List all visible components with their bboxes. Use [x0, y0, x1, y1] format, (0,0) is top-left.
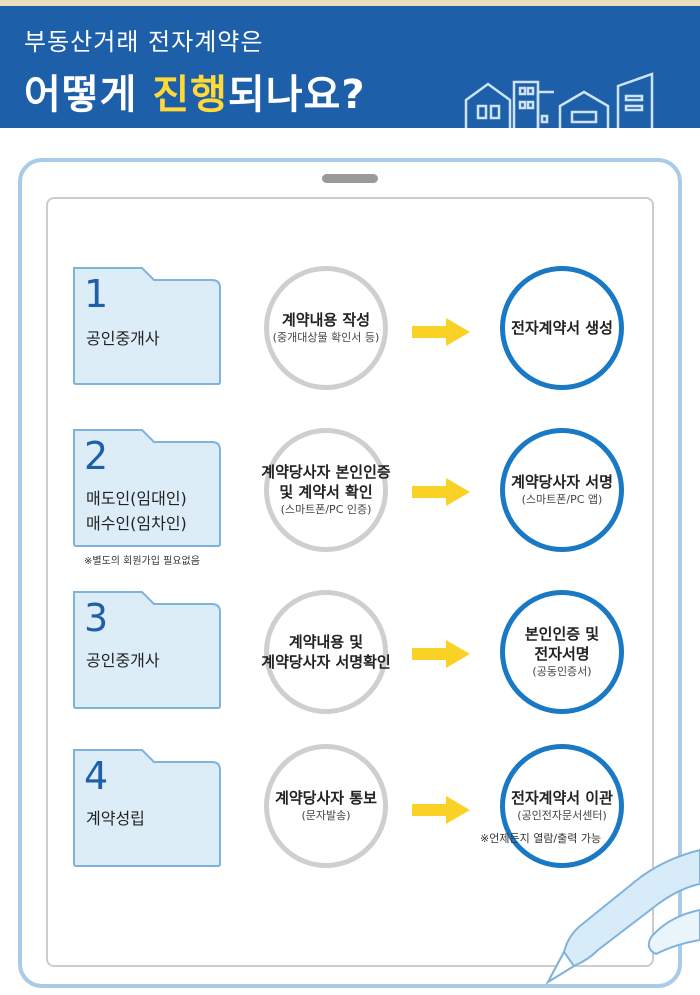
- step-1-role: 공인중개사: [86, 326, 160, 351]
- header-banner: 부동산거래 전자계약은 어떻게 진행되나요?: [0, 6, 700, 128]
- role-line: 공인중개사: [86, 651, 160, 670]
- action-line: 계약당사자 본인인증: [261, 463, 391, 481]
- action-line: 계약당사자 통보: [275, 789, 377, 807]
- step-4-action-circle: 계약당사자 통보 (문자발송): [264, 744, 388, 868]
- header-subtitle: 부동산거래 전자계약은: [24, 28, 264, 56]
- folder-icon: [73, 749, 221, 867]
- arrow-right-icon: [412, 478, 470, 506]
- action-line: 계약당사자 서명확인: [261, 653, 391, 671]
- role-line: 공인중개사: [86, 329, 160, 348]
- step-1-result-circle: 전자계약서 생성: [500, 266, 624, 390]
- action-line: 계약내용 및: [288, 633, 364, 651]
- role-line: 계약성립: [86, 809, 145, 828]
- step-2-result-circle: 계약당사자 서명 (스마트폰/PC 앱): [500, 428, 624, 552]
- pen-hand-illustration: [545, 848, 700, 985]
- step-3-role: 공인중개사: [86, 648, 160, 673]
- result-sub: (공인전자문서센터): [517, 809, 607, 822]
- action-sub: (중개대상물 확인서 등): [272, 331, 380, 344]
- header-title: 어떻게 진행되나요?: [24, 62, 366, 120]
- step-3-result-circle: 본인인증 및 전자서명 (공동인증서): [500, 590, 624, 714]
- title-highlight: 진행: [152, 72, 228, 118]
- step-4-result-circle: 전자계약서 이관 (공인전자문서센터): [500, 744, 624, 868]
- result-line: 전자계약서 생성: [511, 319, 613, 337]
- step-4-result-note: ※언제든지 열람/출력 가능: [480, 832, 602, 845]
- step-2-number: 2: [84, 434, 109, 478]
- step-1-action-circle: 계약내용 작성 (중개대상물 확인서 등): [264, 266, 388, 390]
- role-line: 매수인(임차인): [86, 514, 187, 533]
- step-4-number: 4: [84, 754, 109, 798]
- result-line: 전자서명: [534, 645, 590, 663]
- step-1-folder: 1 공인중개사: [72, 266, 222, 386]
- result-line: 전자계약서 이관: [511, 789, 613, 807]
- step-2-action-circle: 계약당사자 본인인증 및 계약서 확인 (스마트폰/PC 인증): [261, 428, 391, 552]
- step-1-number: 1: [84, 272, 109, 316]
- result-sub: (공동인증서): [532, 665, 592, 678]
- step-4-folder: 4 계약성립: [72, 748, 222, 868]
- top-accent-line: [0, 0, 700, 6]
- action-sub: (스마트폰/PC 인증): [280, 503, 372, 516]
- arrow-right-icon: [412, 796, 470, 824]
- role-line: 매도인(임대인): [86, 489, 187, 508]
- step-3-folder: 3 공인중개사: [72, 590, 222, 710]
- step-3-number: 3: [84, 596, 109, 640]
- folder-icon: [73, 591, 221, 709]
- result-line: 본인인증 및: [524, 625, 600, 643]
- action-line: 및 계약서 확인: [279, 483, 373, 501]
- houses-illustration: [464, 72, 654, 128]
- folder-icon: [73, 429, 221, 547]
- step-4-role: 계약성립: [86, 806, 145, 831]
- folder-icon: [73, 267, 221, 385]
- tablet-camera-slot: [322, 174, 378, 183]
- result-sub: (스마트폰/PC 앱): [521, 493, 603, 506]
- result-line: 계약당사자 서명: [511, 473, 613, 491]
- step-2-role-note: ※별도의 회원가입 필요없음: [84, 556, 200, 567]
- arrow-right-icon: [412, 318, 470, 346]
- title-part1: 어떻게: [24, 72, 153, 118]
- title-part2: 되나요?: [227, 72, 366, 118]
- step-2-folder: 2 매도인(임대인) 매수인(임차인): [72, 428, 222, 548]
- action-line: 계약내용 작성: [281, 311, 371, 329]
- arrow-right-icon: [412, 640, 470, 668]
- step-3-action-circle: 계약내용 및 계약당사자 서명확인: [261, 590, 391, 714]
- step-2-role: 매도인(임대인) 매수인(임차인): [86, 486, 187, 536]
- action-sub: (문자발송): [301, 809, 351, 822]
